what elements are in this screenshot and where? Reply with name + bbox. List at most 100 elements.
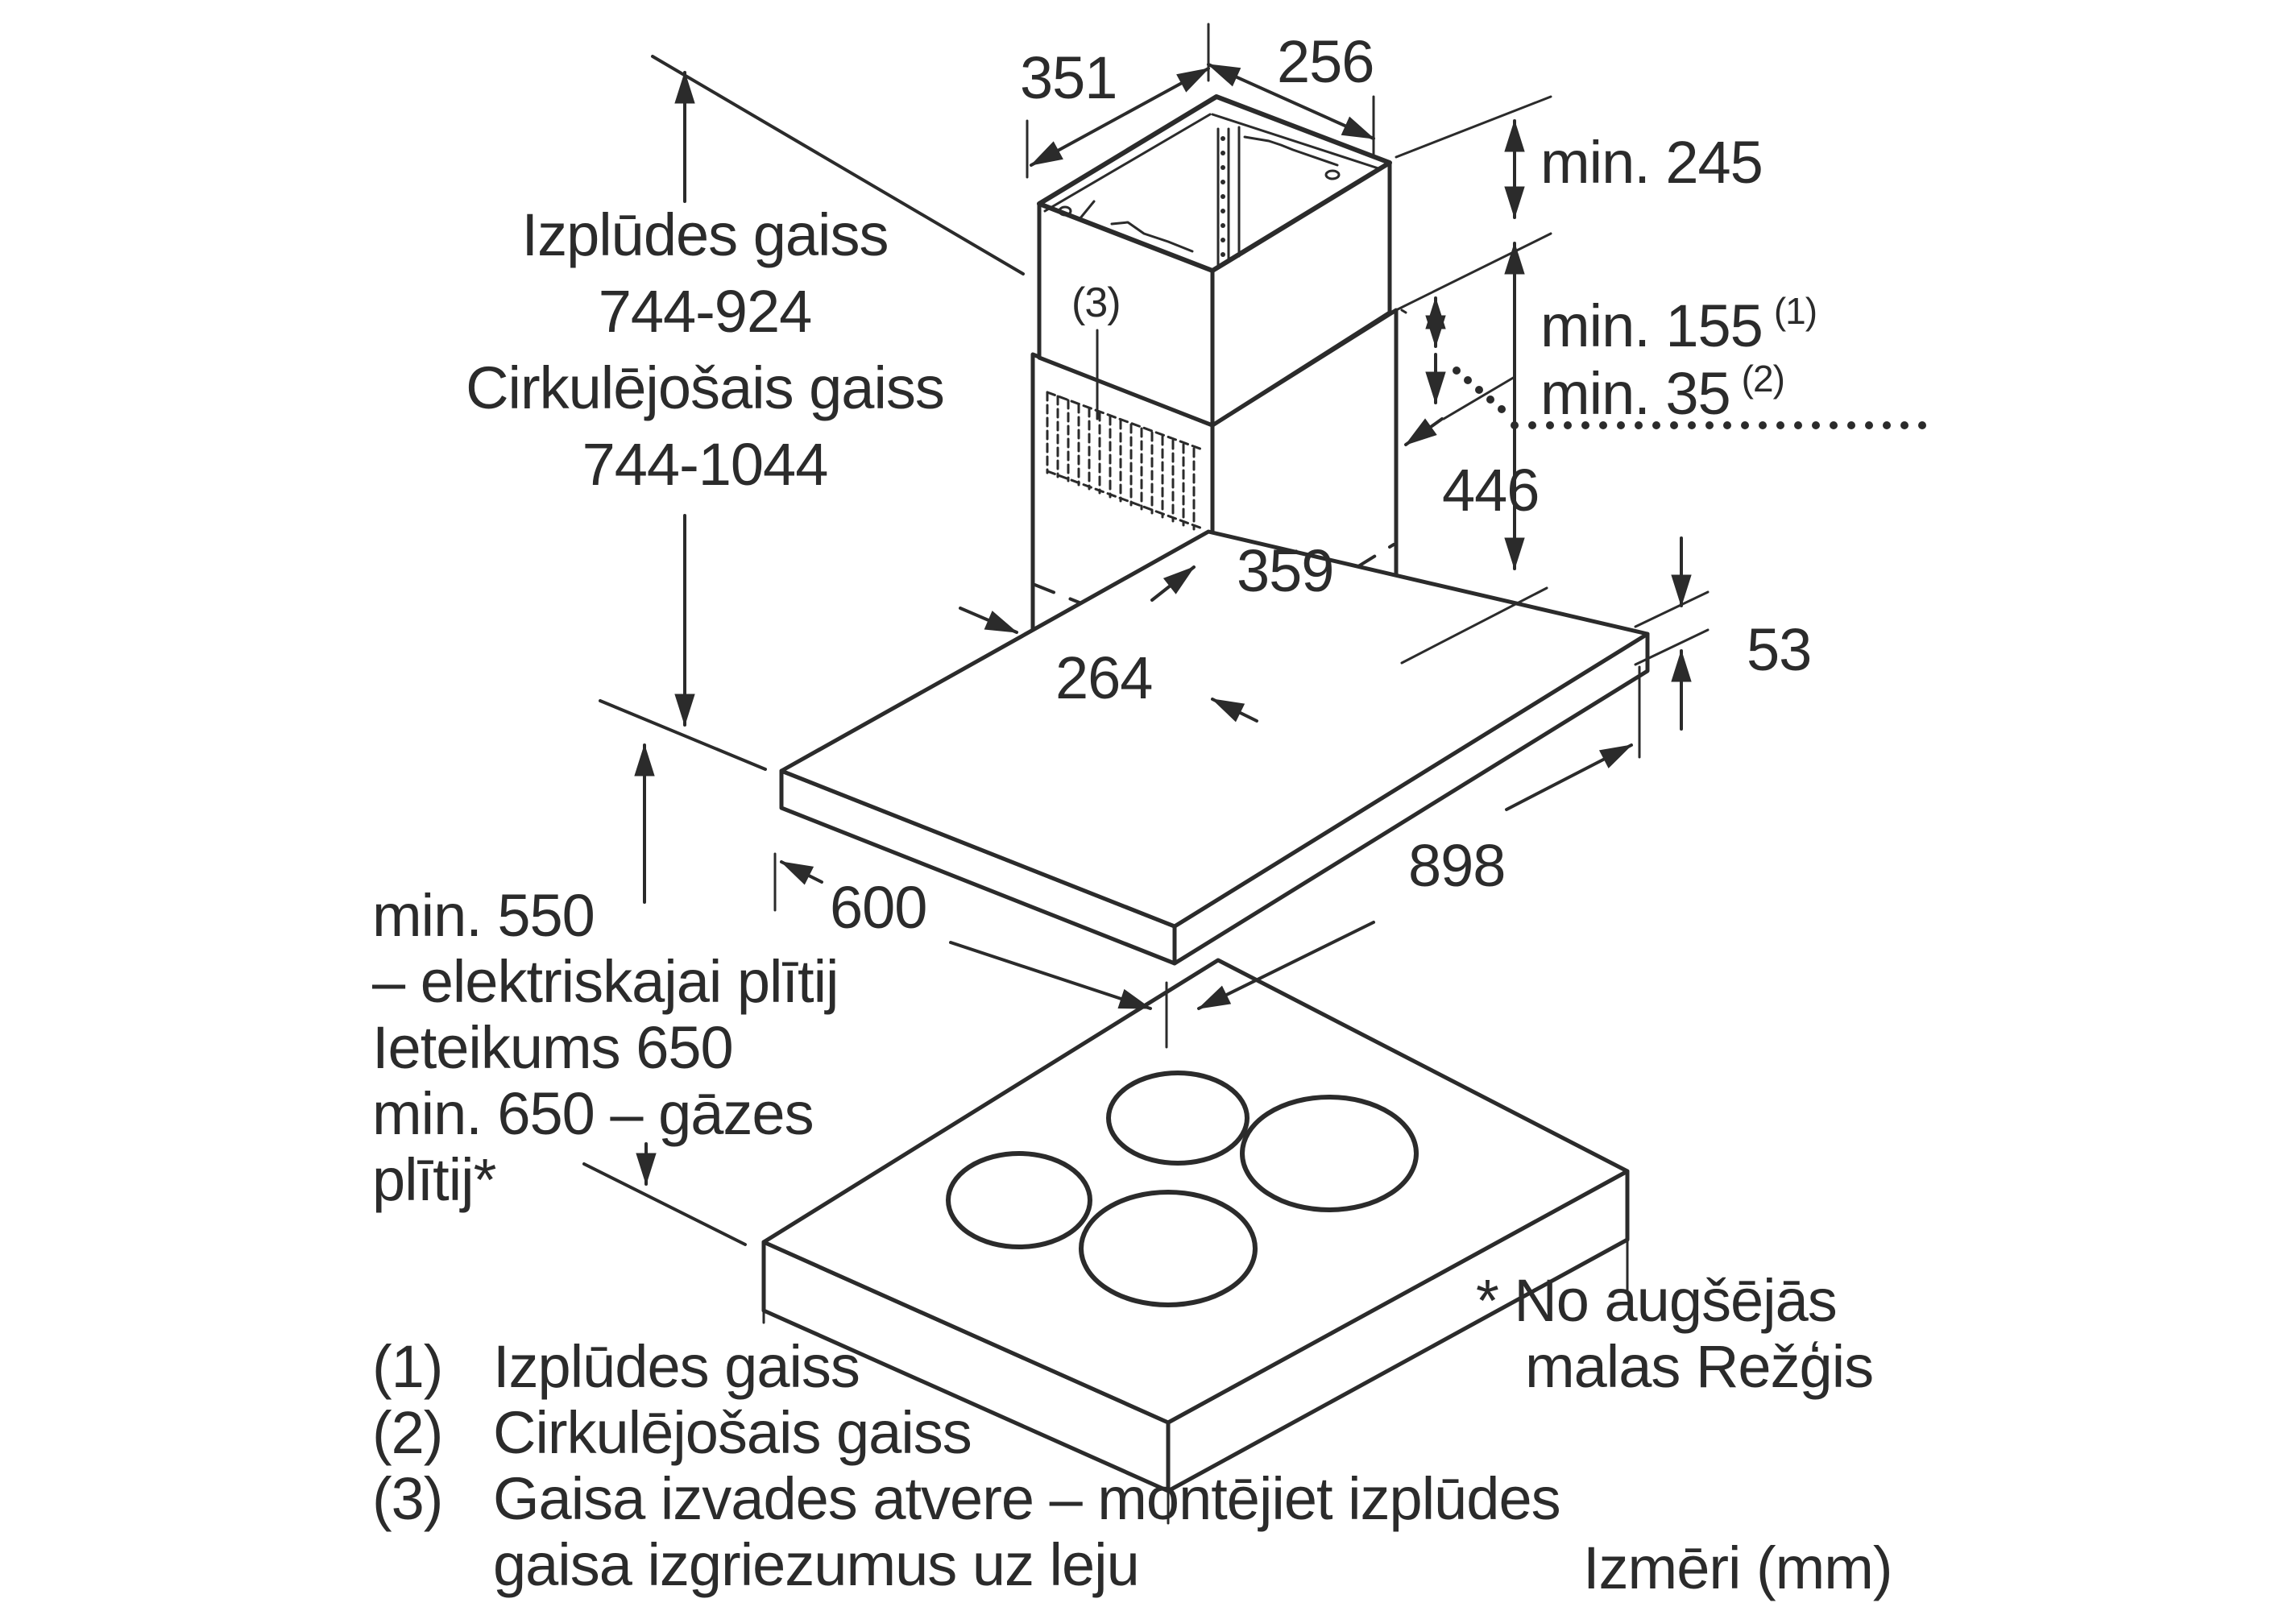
reference-dot <box>1670 421 1678 429</box>
min-top-clearance-dim-arrowhead <box>1504 119 1525 152</box>
burner-front <box>1079 1190 1258 1307</box>
hood-depth-dim-left-arrowhead <box>780 861 814 885</box>
reference-dot <box>1546 421 1554 429</box>
reference-dot <box>1581 421 1589 429</box>
hob-clearance-line-2: – elektriskajai plītij <box>372 948 839 1015</box>
chimney-width-dim-arrowhead <box>1207 64 1241 87</box>
legend-item-3-cont: gaisa izgriezumus uz leju <box>372 1535 1140 1595</box>
air-outlet-grille <box>1046 329 1206 531</box>
reference-dot <box>1498 405 1506 413</box>
chimney-depth-dim-arrowhead <box>1176 68 1210 93</box>
chimney-depth-value: 351 <box>1020 44 1117 111</box>
burner-rear <box>1106 1071 1250 1166</box>
units-label: Izmēri (mm) <box>1583 1534 1893 1601</box>
bracket-detail <box>1243 135 1339 167</box>
reference-dot <box>1486 396 1494 404</box>
grille-edge <box>1046 470 1206 531</box>
reference-dot <box>1599 421 1607 429</box>
reference-dot <box>1617 421 1625 429</box>
hood-canopy <box>779 529 1650 966</box>
extension-line <box>1442 375 1516 420</box>
reference-dot <box>1900 421 1908 429</box>
rail-hole <box>1221 223 1225 228</box>
chimney-lower-depth-dim-right-arrowhead <box>1211 698 1245 723</box>
recirc-height-range: 744-1044 <box>582 431 829 498</box>
hood-width-dim-right-arrowhead <box>1598 744 1633 768</box>
min-exhaust-ref: (1) <box>1773 290 1817 332</box>
rail-hole <box>1221 165 1225 170</box>
chimney-lower-depth-dim-left-arrowhead <box>984 611 1018 633</box>
extension-line <box>1634 628 1710 666</box>
footnote-line-2: malas Režģis <box>1525 1333 1874 1400</box>
legend-text: Izplūdes gaiss <box>493 1333 860 1400</box>
rail-hole <box>1221 136 1225 141</box>
lower-height-value: 446 <box>1442 457 1540 524</box>
cooktop <box>761 958 1630 1525</box>
lower-height-dim-down-arrowhead <box>1504 537 1525 570</box>
chimney-inner-rim <box>1211 113 1382 171</box>
reference-dot <box>1511 421 1519 429</box>
extension-line <box>1400 586 1548 665</box>
hood-width-dim-left-arrowhead <box>1197 985 1232 1009</box>
lower-height-dim-up-arrowhead <box>1504 242 1525 275</box>
hob-clearance-line-3: Ieteikums 650 <box>372 1014 734 1081</box>
hood-depth-value: 600 <box>830 874 927 941</box>
extension-line <box>1395 95 1552 159</box>
extension-line <box>1400 309 1407 314</box>
grille-reference: (3) <box>1071 280 1121 326</box>
exhaust-height-range: 744-924 <box>598 278 813 345</box>
hood-thickness-dim-top-arrowhead <box>1671 574 1692 607</box>
bracket-detail <box>1078 200 1096 221</box>
rail-hole <box>1221 151 1225 155</box>
min-recirc-dim-arrowhead <box>1425 371 1446 404</box>
extension-line-hob-top <box>582 1162 747 1246</box>
legend-num: (3) <box>372 1465 443 1532</box>
reference-dot <box>1865 421 1873 429</box>
reference-dot <box>1830 421 1838 429</box>
reference-dot <box>1759 421 1767 429</box>
dimension-lines <box>582 23 1926 1246</box>
rail-hole <box>1221 209 1225 213</box>
extension-line <box>1634 590 1710 628</box>
extension-line <box>1395 232 1552 312</box>
bracket-detail <box>1110 221 1194 253</box>
min-exhaust-value: min. 155 <box>1540 292 1763 359</box>
min-exhaust-dim-arrowhead <box>1425 315 1446 348</box>
reference-dot <box>1812 421 1820 429</box>
rail-hole <box>1221 238 1225 242</box>
hob-clearance-dim-lower-arrowhead <box>636 1153 657 1186</box>
reference-dot <box>1847 421 1855 429</box>
legend-item-3: (3) Gaisa izvades atvere – montējiet izpl… <box>372 1465 1561 1532</box>
legend-text: Gaisa izvades atvere – montējiet izplūde… <box>493 1465 1561 1532</box>
min-top-clearance-dim-arrowhead <box>1504 186 1525 219</box>
reference-dot <box>1741 421 1749 429</box>
hood-thickness-value: 53 <box>1747 616 1812 683</box>
chimney-lower-depth-value: 264 <box>1055 644 1153 711</box>
reference-dot <box>1475 386 1483 394</box>
legend-num: (1) <box>372 1333 443 1400</box>
chimney-depth-dim-arrowhead <box>1030 141 1063 166</box>
legend-text: gaisa izgriezumus uz leju <box>493 1531 1140 1598</box>
reference-dot <box>1776 421 1784 429</box>
footnote-line-1: * No augšējās <box>1476 1267 1838 1334</box>
min-recirc-clearance: min. 35(2) <box>1540 360 1785 424</box>
reference-dot <box>1453 367 1461 375</box>
bracket-slot <box>1058 205 1072 217</box>
min-recirc-value: min. 35 <box>1540 360 1731 427</box>
hob-clearance-line-5: plītij* <box>372 1146 496 1213</box>
grille-edge <box>1046 391 1206 452</box>
hood-depth-dim-right-arrowhead <box>1117 988 1152 1009</box>
hood-width-value: 898 <box>1408 832 1506 899</box>
height-dim-upper-arrowhead <box>674 71 695 104</box>
chimney-depth-dim <box>1030 67 1210 167</box>
chimney-top-opening <box>1037 94 1392 273</box>
reference-dot <box>1883 421 1891 429</box>
legend-text: Cirkulējošais gaiss <box>493 1399 972 1466</box>
min-top-clearance: min. 245 <box>1540 129 1763 196</box>
reference-dot <box>1564 421 1572 429</box>
rail-hole <box>1221 194 1225 199</box>
hood-top-surface <box>779 529 1650 929</box>
hob-clearance-dim-upper-arrowhead <box>634 743 655 777</box>
min-recirc-ref: (2) <box>1741 358 1785 400</box>
